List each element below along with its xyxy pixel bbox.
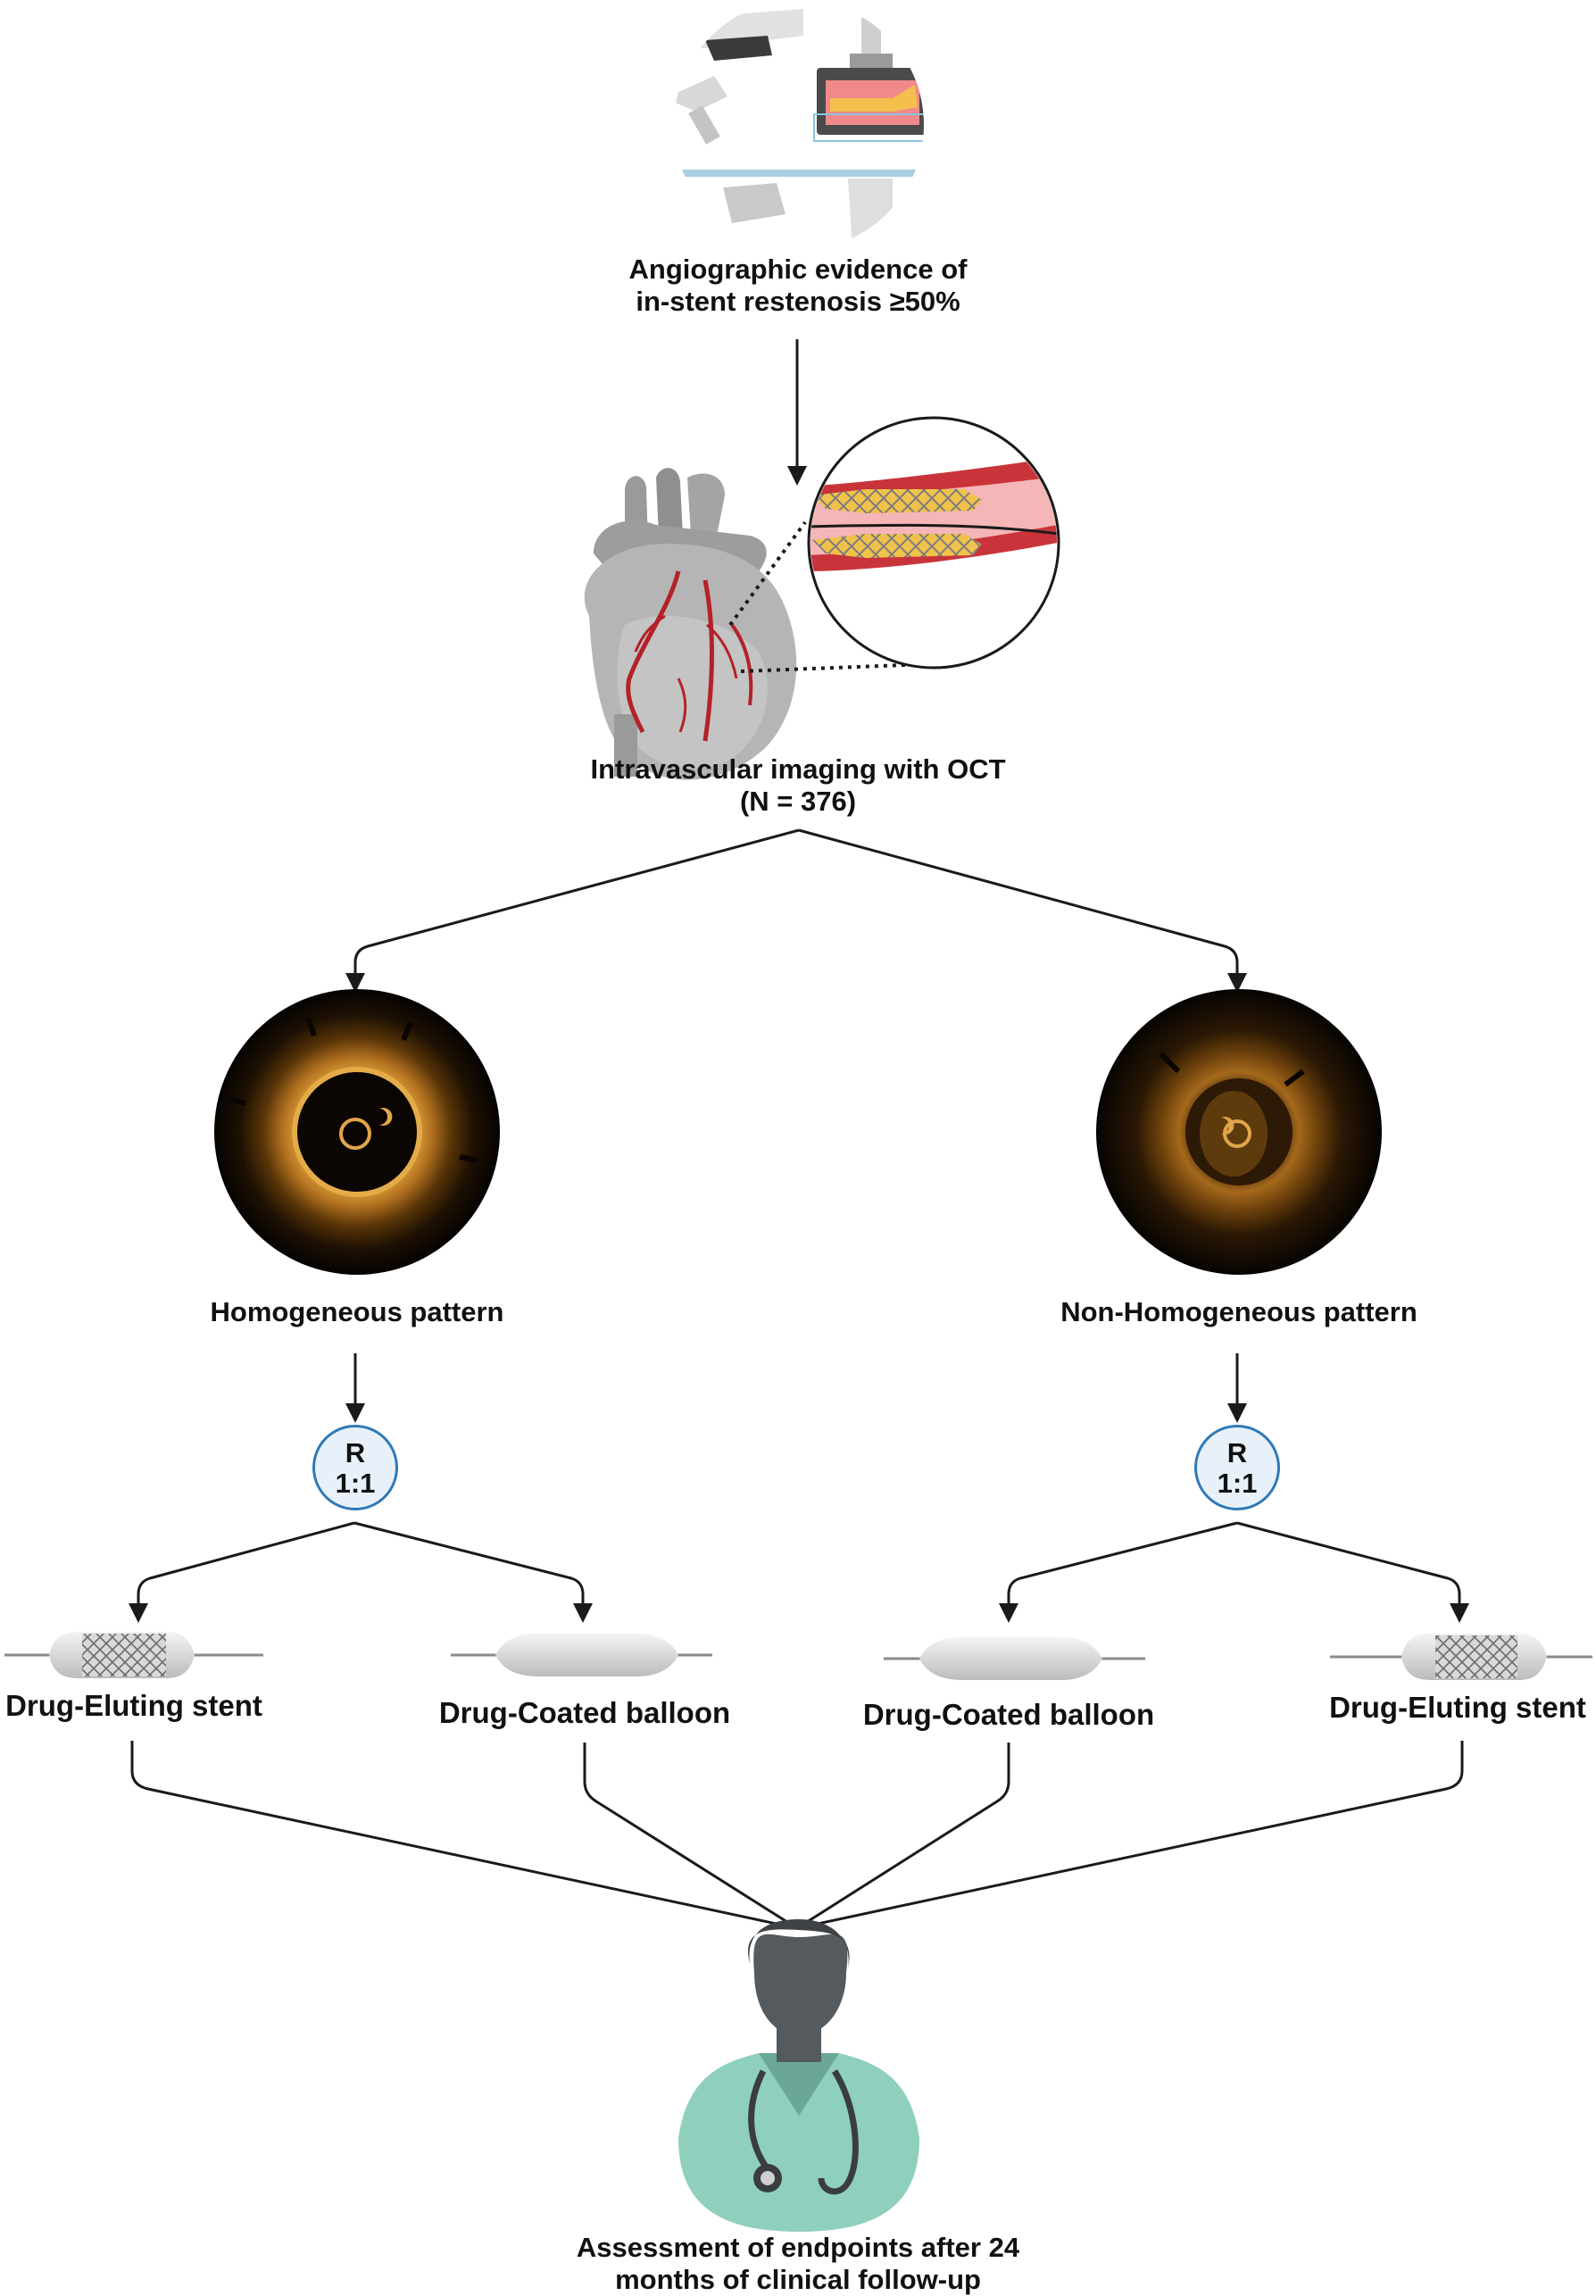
- heart-icon: [584, 468, 797, 780]
- nonhomogeneous-pattern-text: Non-Homogeneous pattern: [1060, 1296, 1417, 1327]
- randomization-ratio: 1:1: [335, 1468, 376, 1499]
- arm-label-2-text: Drug-Coated balloon: [438, 1696, 731, 1729]
- stent-device-icon: [1330, 1634, 1592, 1680]
- arrow-oct-to-homogeneous: [345, 828, 800, 993]
- randomization-badge-right: R 1:1: [1194, 1425, 1280, 1510]
- connector-arm4-to-outcome: [796, 1741, 1464, 1930]
- outcome-label: Assessment of endpoints after 24 months …: [486, 2232, 1110, 2296]
- cath-lab-icon: [674, 0, 924, 250]
- oct-image-homogeneous: [214, 989, 500, 1275]
- arrow-oct-to-nonhomogeneous: [798, 828, 1247, 993]
- randomization-letter: R: [345, 1437, 366, 1468]
- connector-arm1-to-outcome: [130, 1741, 798, 1930]
- step-angiography-label: Angiographic evidence of in-stent resten…: [530, 254, 1066, 318]
- step-oct-label: Intravascular imaging with OCT (N = 376): [486, 753, 1110, 818]
- homogeneous-pattern-label: Homogeneous pattern: [134, 1296, 580, 1328]
- step-angiography-line2: in-stent restenosis ≥50%: [636, 286, 960, 317]
- balloon-device-icon: [451, 1634, 712, 1676]
- outcome-line2: months of clinical follow-up: [615, 2264, 981, 2295]
- balloon-device-icon: [884, 1637, 1145, 1680]
- connector-arm3-to-outcome: [796, 1743, 1010, 1930]
- randomization-badge-left: R 1:1: [312, 1425, 398, 1510]
- arrow-r-right-to-des: [1236, 1521, 1469, 1623]
- arm-label-1-text: Drug-Eluting stent: [5, 1689, 262, 1722]
- nonhomogeneous-pattern-label: Non-Homogeneous pattern: [971, 1296, 1507, 1328]
- homogeneous-pattern-text: Homogeneous pattern: [210, 1296, 504, 1327]
- connector-arm2-to-outcome: [583, 1743, 798, 1930]
- zoom-connector-top: [728, 520, 807, 627]
- randomization-ratio: 1:1: [1217, 1468, 1258, 1499]
- arrow-r-left-to-des: [129, 1521, 355, 1623]
- arm-label-2: Drug-Coated balloon: [428, 1696, 741, 1730]
- arrow-r-right-to-dcb: [999, 1521, 1238, 1623]
- step-oct-line1: Intravascular imaging with OCT: [590, 753, 1006, 785]
- physician-icon: [678, 1919, 919, 2232]
- step-angiography-line1: Angiographic evidence of: [628, 254, 968, 285]
- stent-device-icon: [4, 1632, 263, 1678]
- step-oct-line2: (N = 376): [739, 786, 857, 817]
- arm-label-1: Drug-Eluting stent: [0, 1689, 268, 1723]
- arm-label-3: Drug-Coated balloon: [852, 1698, 1165, 1732]
- stent-zoom-icon: [807, 416, 1060, 670]
- arm-label-4-text: Drug-Eluting stent: [1329, 1691, 1586, 1724]
- randomization-letter: R: [1226, 1437, 1248, 1468]
- arm-label-4: Drug-Eluting stent: [1319, 1691, 1596, 1725]
- arm-label-3-text: Drug-Coated balloon: [862, 1698, 1155, 1731]
- arrow-r-left-to-dcb: [353, 1521, 593, 1623]
- outcome-line1: Assessment of endpoints after 24: [576, 2232, 1020, 2263]
- oct-image-nonhomogeneous: [1096, 989, 1382, 1275]
